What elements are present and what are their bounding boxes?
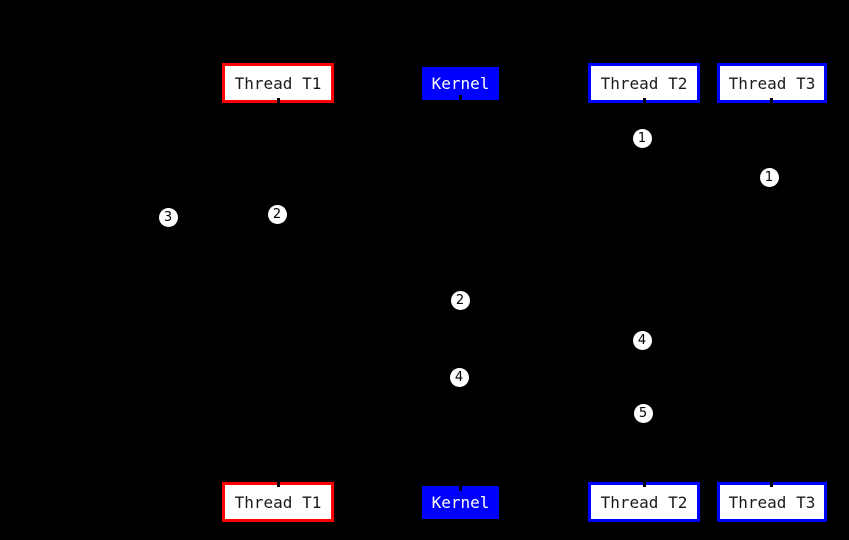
event-marker-4-thread-t2: 4 [632, 330, 652, 350]
lifeline-stub-thread-t2-bottom [642, 482, 646, 487]
lifeline-box-kernel-top: Kernel [422, 67, 499, 100]
lifeline-box-label-thread-t3-bottom: Thread T3 [728, 492, 816, 512]
lifeline-stub-kernel-bottom [458, 486, 462, 491]
event-marker-5-thread-t2: 5 [633, 403, 653, 423]
lifeline-stub-thread-t1-top [276, 98, 280, 103]
lifeline-box-thread-t1-top: Thread T1 [222, 63, 334, 103]
lifeline-box-thread-t2-bottom: Thread T2 [588, 482, 700, 522]
lifeline-box-label-thread-t2-bottom: Thread T2 [600, 492, 688, 512]
lifeline-box-label-thread-t2-top: Thread T2 [600, 73, 688, 93]
lifeline-stub-kernel-top [458, 95, 462, 100]
lifeline-box-label-kernel-top: Kernel [431, 74, 490, 93]
lifeline-box-kernel-bottom: Kernel [422, 486, 499, 519]
lifeline-box-label-thread-t1-bottom: Thread T1 [234, 492, 322, 512]
lifeline-stub-thread-t2-top [642, 98, 646, 103]
event-marker-1-thread-t2: 1 [632, 128, 652, 148]
lifeline-box-label-thread-t1-top: Thread T1 [234, 73, 322, 93]
event-marker-2-thread-t1: 2 [267, 204, 287, 224]
lifeline-box-thread-t3-bottom: Thread T3 [717, 482, 827, 522]
lifeline-stub-thread-t1-bottom [276, 482, 280, 487]
lifeline-box-label-kernel-bottom: Kernel [431, 493, 490, 512]
event-marker-3-left-of-thread-t1: 3 [158, 207, 178, 227]
event-marker-2-kernel: 2 [450, 290, 470, 310]
lifeline-box-label-thread-t3-top: Thread T3 [728, 73, 816, 93]
lifeline-box-thread-t2-top: Thread T2 [588, 63, 700, 103]
lifeline-box-thread-t1-bottom: Thread T1 [222, 482, 334, 522]
event-marker-1-thread-t3: 1 [759, 167, 779, 187]
lifeline-stub-thread-t3-top [769, 98, 773, 103]
event-marker-4-kernel: 4 [449, 367, 469, 387]
lifeline-stub-thread-t3-bottom [769, 482, 773, 487]
lifeline-box-thread-t3-top: Thread T3 [717, 63, 827, 103]
